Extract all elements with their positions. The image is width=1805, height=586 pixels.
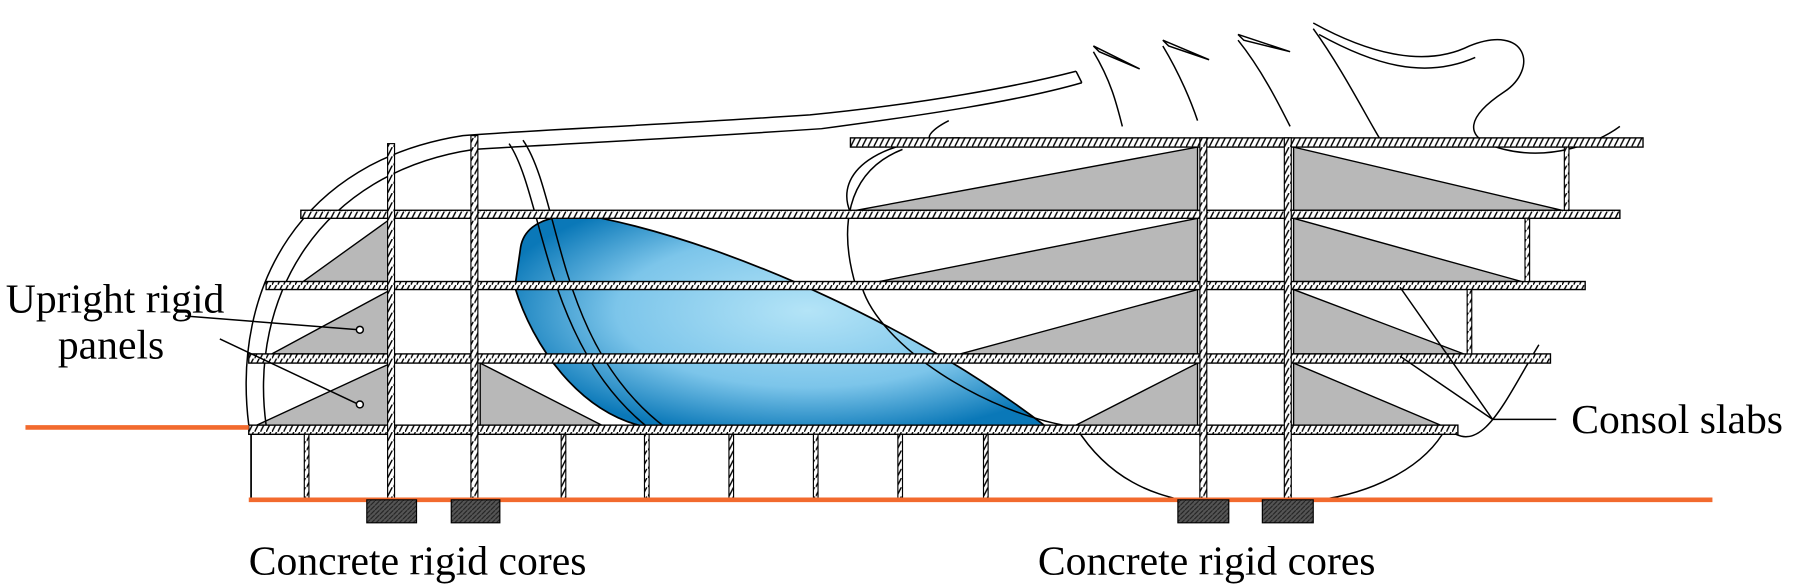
- label-concrete-cores-right: Concrete rigid cores: [1038, 538, 1376, 584]
- label-upright-rigid-panels-2: panels: [58, 322, 164, 368]
- columns: [303, 135, 1570, 501]
- label-upright-rigid-panels-1: Upright rigid: [6, 276, 225, 322]
- atrium-void: [514, 214, 1050, 429]
- floor-slabs: [248, 137, 1644, 436]
- label-consol-slabs: Consol slabs: [1571, 396, 1783, 442]
- label-concrete-cores-left: Concrete rigid cores: [249, 538, 587, 584]
- ground-lines: [25, 425, 1713, 503]
- leader-lines: [185, 286, 1557, 421]
- concrete-cores: [366, 499, 1314, 524]
